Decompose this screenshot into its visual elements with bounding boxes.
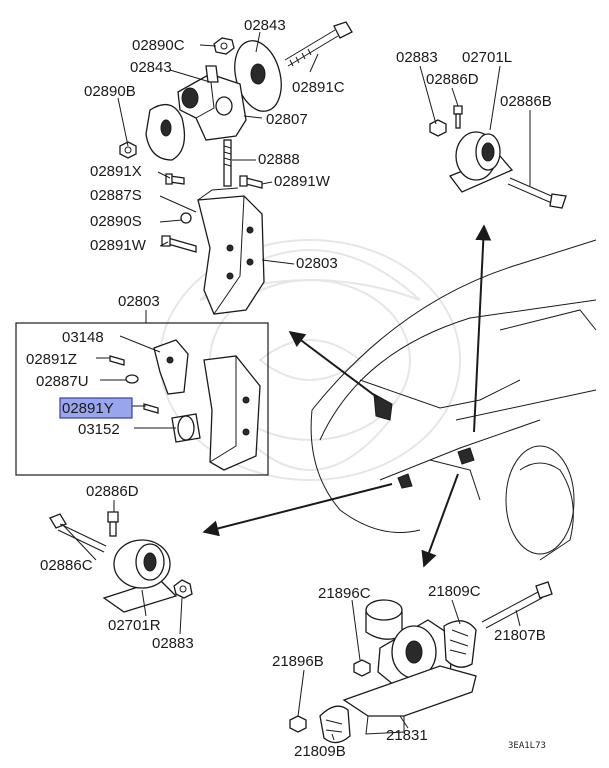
label-02886D-lower[interactable]: 02886D xyxy=(86,483,139,500)
insulator-mount-icon xyxy=(102,539,178,613)
screw-icon xyxy=(109,355,125,366)
label-02887S[interactable]: 02887S xyxy=(90,187,142,204)
label-02883-upper[interactable]: 02883 xyxy=(396,49,438,66)
mount-bracket-detail-icon xyxy=(203,355,261,471)
label-02886C[interactable]: 02886C xyxy=(40,557,93,574)
label-02891Y[interactable]: 02891Y xyxy=(62,400,114,417)
nut-icon xyxy=(289,715,307,733)
label-02701R[interactable]: 02701R xyxy=(108,617,161,634)
label-21831[interactable]: 21831 xyxy=(386,727,428,744)
label-02843-upper[interactable]: 02843 xyxy=(244,17,286,34)
bolt-icon xyxy=(49,513,107,553)
label-02886B[interactable]: 02886B xyxy=(500,93,552,110)
nut-icon xyxy=(173,579,193,599)
label-02890C[interactable]: 02890C xyxy=(132,37,185,54)
stopper-icon xyxy=(319,705,351,744)
long-bolt-icon xyxy=(481,581,553,629)
insulator-mount-icon xyxy=(448,131,514,193)
stud-bolt-icon xyxy=(223,139,232,187)
rear-mount-assembly xyxy=(289,581,553,744)
location-arrows xyxy=(202,224,492,568)
detail-box xyxy=(15,322,269,476)
bushing-icon xyxy=(171,413,201,443)
bolt-icon xyxy=(161,235,197,253)
label-03148[interactable]: 03148 xyxy=(62,329,104,346)
label-02803-detail[interactable]: 02803 xyxy=(118,293,160,310)
bolt-icon xyxy=(107,511,119,537)
label-02883-lower[interactable]: 02883 xyxy=(152,635,194,652)
label-02891W-lower[interactable]: 02891W xyxy=(90,237,147,254)
label-02803-main[interactable]: 02803 xyxy=(296,255,338,272)
label-21896B[interactable]: 21896B xyxy=(272,653,324,670)
nut-icon xyxy=(119,141,137,159)
watermark-emblem xyxy=(159,239,461,481)
label-02890S[interactable]: 02890S xyxy=(90,213,142,230)
label-02886D-upper[interactable]: 02886D xyxy=(426,71,479,88)
label-21807B[interactable]: 21807B xyxy=(494,627,546,644)
label-21896C[interactable]: 21896C xyxy=(318,585,371,602)
label-21809B[interactable]: 21809B xyxy=(294,743,346,760)
label-02890B[interactable]: 02890B xyxy=(84,83,136,100)
label-02843-lower[interactable]: 02843 xyxy=(130,59,172,76)
front-mount-assembly xyxy=(119,21,353,315)
label-02887U[interactable]: 02887U xyxy=(36,373,89,390)
bolt-icon xyxy=(453,105,463,129)
vehicle-body-outline xyxy=(310,239,597,561)
nut-icon xyxy=(353,659,371,677)
washer-icon xyxy=(125,374,139,384)
highlight-box xyxy=(59,397,133,419)
label-02891X[interactable]: 02891X xyxy=(90,163,142,180)
engine-bracket-icon xyxy=(177,65,247,141)
washer-icon xyxy=(180,212,192,224)
stopper-icon xyxy=(365,599,403,640)
label-02807[interactable]: 02807 xyxy=(266,111,308,128)
stopper-icon xyxy=(443,620,477,668)
washer-icon xyxy=(213,37,235,55)
mount-bracket-icon xyxy=(342,665,477,735)
label-02891W-upper[interactable]: 02891W xyxy=(274,173,331,190)
right-mount-assembly xyxy=(49,511,193,613)
label-02891Z[interactable]: 02891Z xyxy=(26,351,77,368)
label-03152[interactable]: 03152 xyxy=(78,421,120,438)
nut-icon xyxy=(429,119,447,137)
bolt-icon xyxy=(284,21,353,67)
left-mount-assembly xyxy=(429,105,567,209)
leader-lines xyxy=(61,31,531,741)
figure-code: 3EA1L73 xyxy=(508,741,546,751)
long-bolt-icon xyxy=(507,177,567,209)
label-02891C[interactable]: 02891C xyxy=(292,79,345,96)
stopper-plate-icon xyxy=(145,103,186,161)
label-02888[interactable]: 02888 xyxy=(258,151,300,168)
label-02701L[interactable]: 02701L xyxy=(462,49,512,66)
stopper-icon xyxy=(234,40,282,112)
label-21809C[interactable]: 21809C xyxy=(428,583,481,600)
detail-parts xyxy=(109,339,261,471)
bracket-icon xyxy=(153,339,189,395)
part-labels: 02890C 02843 02843 02891C 02890B 02807 0… xyxy=(26,17,552,760)
engine-mount-bracket-icon xyxy=(197,187,265,315)
highlighted-bolt-icon xyxy=(143,403,159,414)
small-bolt-icon xyxy=(165,173,263,189)
